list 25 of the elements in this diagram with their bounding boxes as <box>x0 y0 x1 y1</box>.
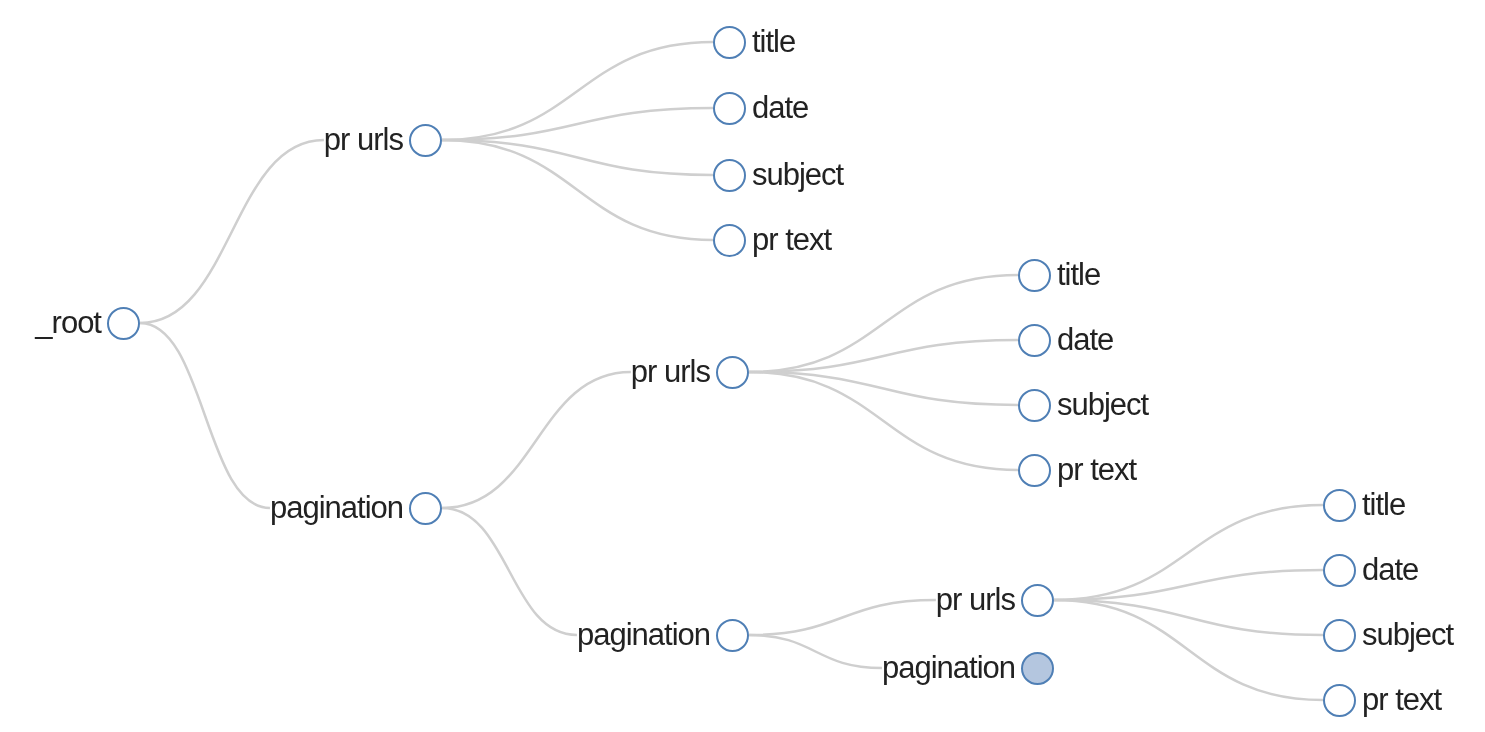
node-label: _root <box>35 305 101 341</box>
tree-link <box>139 321 271 510</box>
node-label: pr urls <box>630 354 710 390</box>
node-label: title <box>752 24 796 60</box>
tree-link <box>441 138 714 242</box>
node-label: pagination <box>269 490 403 526</box>
node-label: subject <box>752 157 844 193</box>
tree-link <box>748 633 882 670</box>
node-label: date <box>1362 552 1419 588</box>
node-label: pr urls <box>935 582 1015 618</box>
tree-link <box>748 370 1019 472</box>
node-label: pr urls <box>323 122 403 158</box>
node-label: date <box>752 90 809 126</box>
node-label: pr text <box>752 222 832 258</box>
node-label: pr text <box>1057 452 1137 488</box>
tree-link <box>1053 598 1324 702</box>
node-label: pagination <box>576 617 710 653</box>
node-label: date <box>1057 322 1114 358</box>
node-label: subject <box>1057 387 1149 423</box>
node-label: subject <box>1362 617 1454 653</box>
node-label: pagination <box>881 650 1015 686</box>
node-label: title <box>1362 487 1406 523</box>
node-label: title <box>1057 257 1101 293</box>
node-label: pr text <box>1362 682 1442 718</box>
tree-link <box>441 506 578 637</box>
